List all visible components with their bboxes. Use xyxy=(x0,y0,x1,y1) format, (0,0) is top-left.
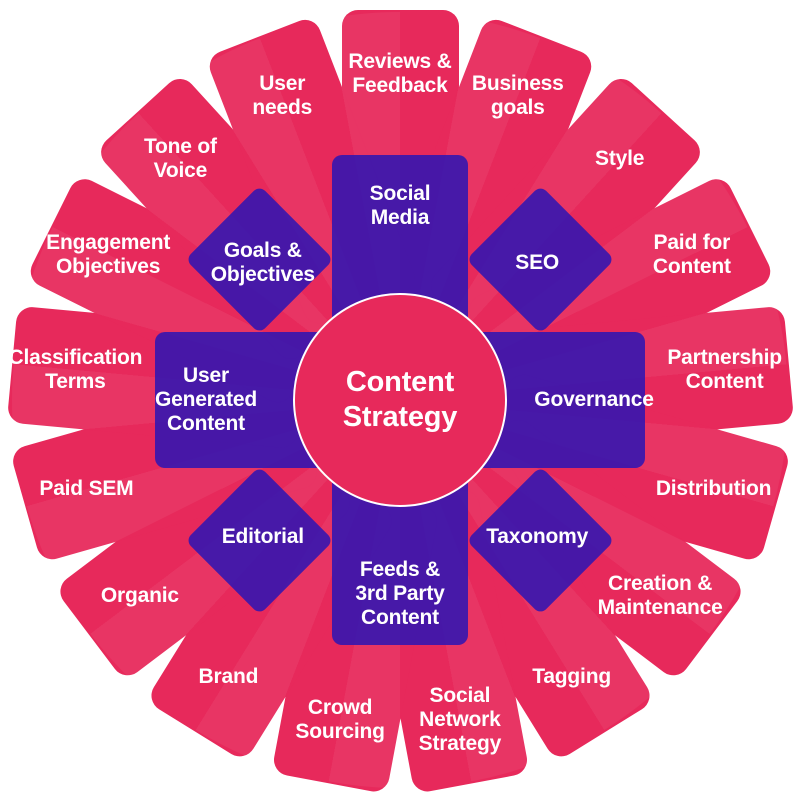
inner-label-goals-and-objectives: Goals &Objectives xyxy=(210,238,315,286)
petal-label-creation-and-maintenance: Creation &Maintenance xyxy=(597,572,723,620)
inner-label-seo: SEO xyxy=(515,250,560,274)
petal-label-brand: Brand xyxy=(198,665,259,689)
inner-label-editorial: Editorial xyxy=(221,525,304,549)
petal-label-reviews-and-feedback: Reviews &Feedback xyxy=(348,50,452,97)
petal-label-organic: Organic xyxy=(100,584,179,608)
center-circle: Content Strategy xyxy=(293,293,507,507)
center-title-line2: Strategy xyxy=(342,401,458,433)
petal-label-style: Style xyxy=(595,147,645,171)
petal-label-tagging: Tagging xyxy=(532,665,611,689)
inner-label-taxonomy: Taxonomy xyxy=(486,525,589,549)
petal-label-distribution: Distribution xyxy=(655,477,772,501)
inner-label-governance: Governance xyxy=(534,388,654,412)
petal-label-paid-sem: Paid SEM xyxy=(39,477,134,501)
center-title-line1: Content xyxy=(345,365,455,398)
